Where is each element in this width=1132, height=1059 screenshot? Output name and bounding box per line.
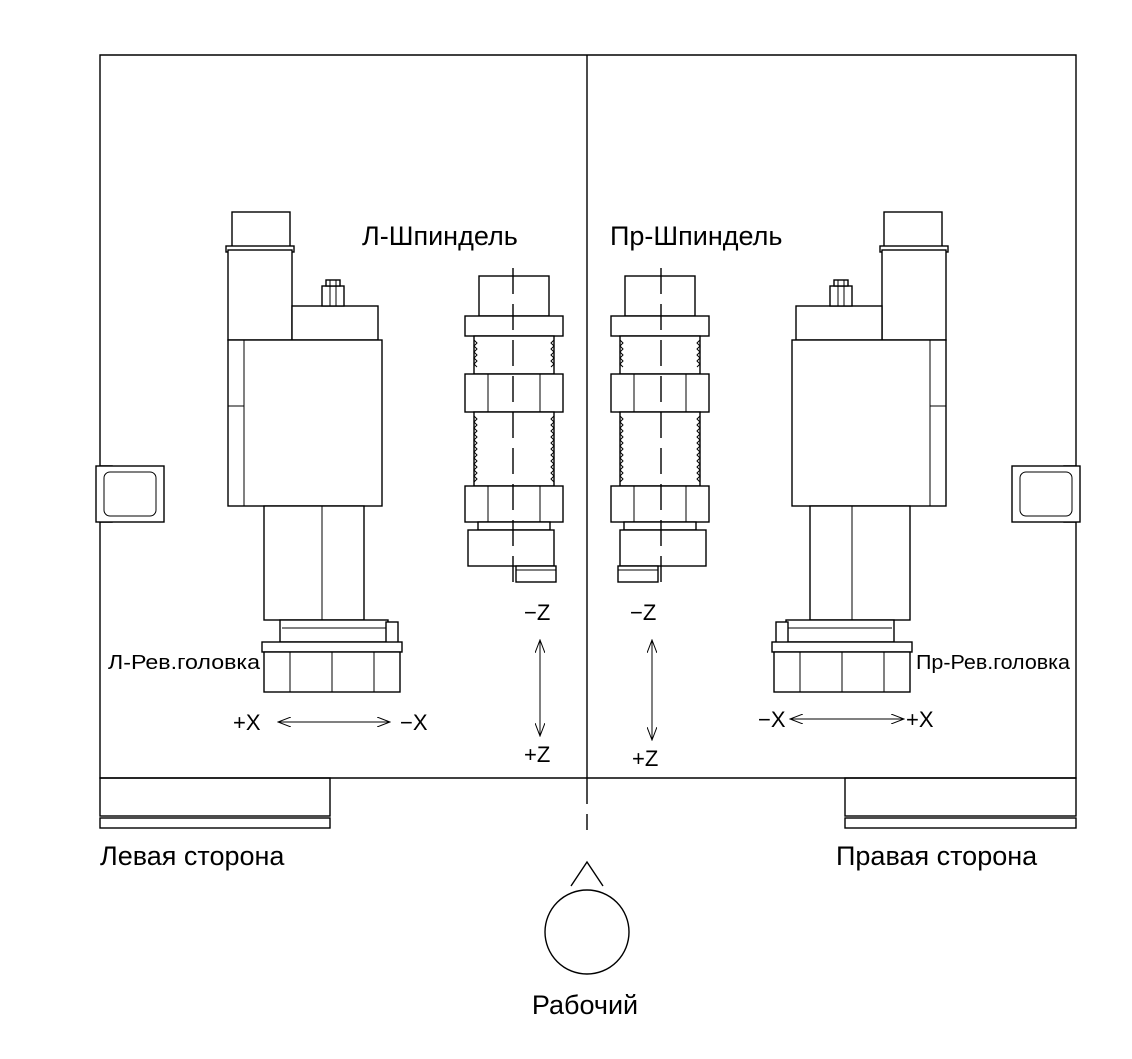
left-plus-z-label: +Z (524, 742, 550, 767)
right-turret-label: Пр-Рев.головка (916, 652, 1071, 674)
left-spindle (464, 267, 564, 593)
left-base-plate (99, 777, 331, 829)
left-z-axis: −Z +Z (524, 600, 550, 767)
right-window (1011, 465, 1081, 523)
left-turret (225, 211, 403, 693)
right-plus-x-label: +X (906, 707, 934, 732)
left-turret-label: Л-Рев.головка (108, 652, 261, 674)
left-side-label: Левая сторона (100, 841, 285, 871)
operator-label: Рабочий (532, 990, 638, 1020)
right-x-axis: −X +X (758, 707, 934, 732)
left-spindle-label: Л-Шпиндель (362, 221, 518, 251)
operator-icon (544, 860, 630, 975)
right-z-axis: −Z +Z (630, 600, 658, 771)
left-x-axis: +X −X (233, 710, 428, 735)
left-plus-x-label: +X (233, 710, 261, 735)
right-base-plate (844, 777, 1077, 829)
right-minus-z-label: −Z (630, 600, 656, 625)
right-spindle (610, 267, 710, 593)
left-minus-z-label: −Z (524, 600, 550, 625)
right-plus-z-label: +Z (632, 746, 658, 771)
right-turret (771, 211, 949, 693)
left-minus-x-label: −X (400, 710, 428, 735)
right-side-label: Правая сторона (836, 841, 1038, 871)
left-window (95, 465, 165, 523)
right-spindle-label: Пр-Шпиндель (610, 221, 782, 251)
right-minus-x-label: −X (758, 707, 786, 732)
